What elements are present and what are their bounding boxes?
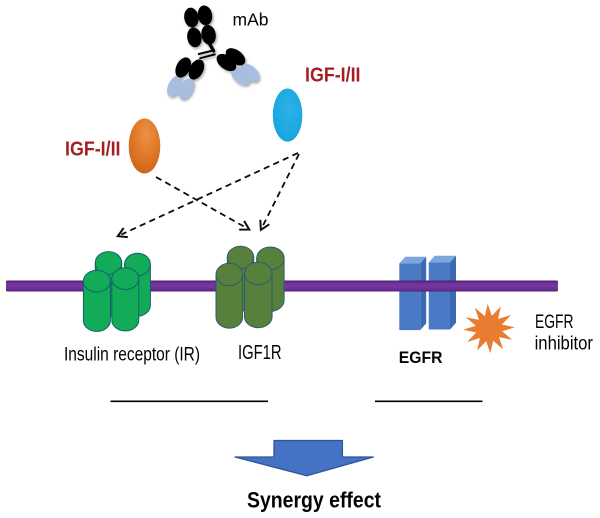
svg-text:mAb: mAb: [233, 10, 269, 30]
svg-text:EGFR: EGFR: [399, 348, 443, 367]
svg-text:IGF1R: IGF1R: [238, 342, 282, 364]
svg-text:IGF-I/II: IGF-I/II: [65, 139, 121, 161]
svg-text:IGF-I/II: IGF-I/II: [305, 64, 361, 86]
svg-text:Insulin receptor (IR): Insulin receptor (IR): [64, 343, 200, 365]
svg-text:inhibitor: inhibitor: [535, 333, 594, 354]
svg-text:Synergy effect: Synergy effect: [247, 487, 382, 512]
svg-text:EGFR: EGFR: [535, 312, 574, 333]
